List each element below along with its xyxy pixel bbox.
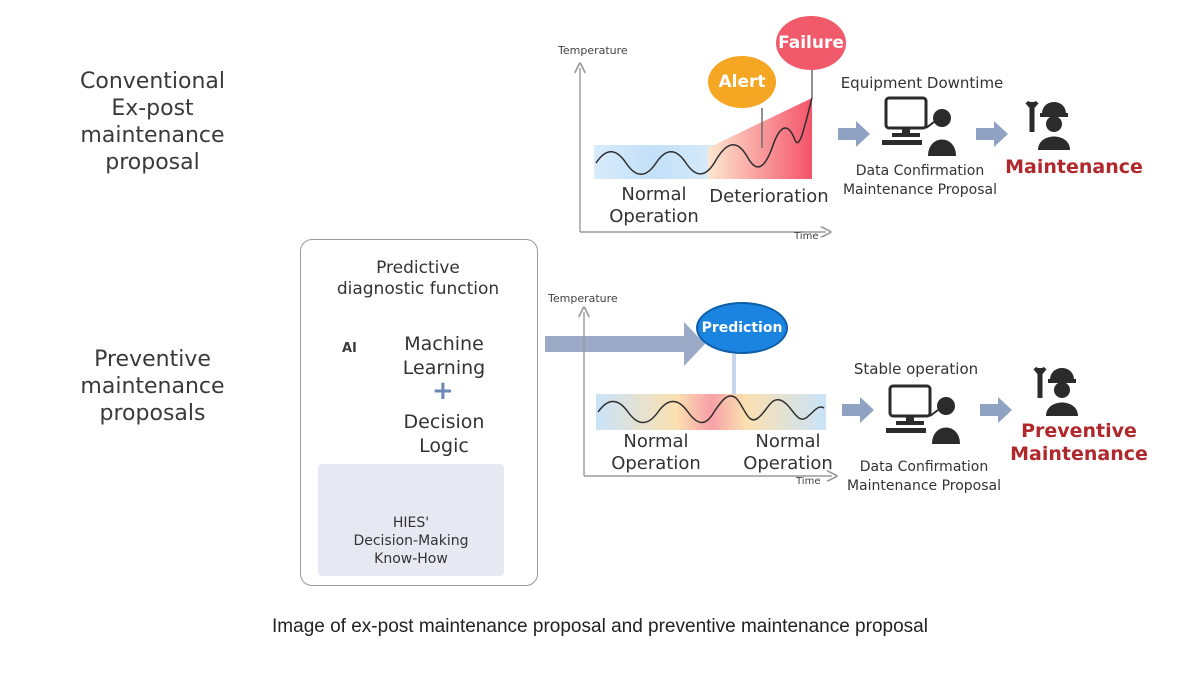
conventional-x-axis-label: Time <box>794 231 819 242</box>
conventional-label-line: maintenance <box>80 123 225 148</box>
preventive-line: Preventive <box>1021 420 1137 442</box>
preventive-label-line: proposals <box>99 401 206 426</box>
panel-title-line: diagnostic function <box>336 279 500 299</box>
maintenance-line: Maintenance <box>1010 443 1148 465</box>
data-confirmation-line: Data Confirmation <box>859 459 989 475</box>
preventive-normal-left-label: Normal Operation <box>598 431 714 475</box>
flow-arrow <box>545 322 705 366</box>
panel-title: Predictive diagnostic function <box>310 258 526 300</box>
logic-line: Logic <box>419 435 469 457</box>
knowhow-line: Decision-Making <box>353 533 469 549</box>
arrow-icon <box>976 121 1008 147</box>
preventive-signal-wave <box>597 395 825 424</box>
arrow-icon <box>842 397 874 423</box>
conventional-label-line: Ex-post <box>111 96 194 121</box>
preventive-band <box>596 394 826 430</box>
preventive-label: Preventive maintenance proposals <box>60 346 245 427</box>
plus-sign: + <box>432 376 454 406</box>
operation-line: Operation <box>743 453 833 474</box>
machine-learning-label: Machine Learning <box>384 332 504 380</box>
panel-title-line: Predictive <box>376 258 460 278</box>
prediction-connector <box>732 354 736 394</box>
preventive-x-axis-label: Time <box>796 476 821 487</box>
conventional-signal-wave <box>595 97 813 175</box>
operation-line: Operation <box>611 453 701 474</box>
preventive-data-confirmation: Data Confirmation Maintenance Proposal <box>832 458 1016 496</box>
deterioration-band <box>708 98 812 179</box>
equipment-downtime-label: Equipment Downtime <box>840 74 1004 92</box>
decision-logic-label: Decision Logic <box>384 410 504 458</box>
preventive-label-line: maintenance <box>80 374 225 399</box>
prediction-badge-text: Prediction <box>701 320 783 336</box>
conventional-normal-band <box>594 145 714 179</box>
normal-line: Normal <box>755 431 821 452</box>
normal-line: Normal <box>623 431 689 452</box>
preventive-label-line: Preventive <box>94 347 211 372</box>
preventive-y-axis-label: Temperature <box>548 292 618 305</box>
ai-badge: AI <box>342 341 357 356</box>
maintenance-outcome: Maintenance <box>1005 156 1143 178</box>
alert-badge: Alert <box>708 56 776 108</box>
stable-operation-label: Stable operation <box>853 360 979 378</box>
prediction-badge: Prediction <box>696 302 788 354</box>
preventive-normal-right-label: Normal Operation <box>730 431 846 475</box>
deterioration-label: Deterioration <box>709 186 829 207</box>
worker-icon <box>1025 100 1070 150</box>
alert-badge-text: Alert <box>718 72 766 92</box>
knowhow-line: Know-How <box>374 551 448 567</box>
preventive-maintenance-outcome: Preventive Maintenance <box>1004 420 1154 466</box>
knowhow-label: HIES' Decision-Making Know-How <box>318 514 504 568</box>
conventional-label-line: Conventional <box>80 69 225 94</box>
figure-caption: Image of ex-post maintenance proposal an… <box>272 616 928 637</box>
knowhow-box <box>318 464 504 576</box>
operation-line: Operation <box>609 206 699 227</box>
data-confirmation-line: Data Confirmation <box>855 163 985 179</box>
conventional-label: Conventional Ex-post maintenance proposa… <box>60 68 245 176</box>
arrow-icon <box>838 121 870 147</box>
maintenance-proposal-line: Maintenance Proposal <box>842 182 998 198</box>
machine-line: Machine <box>404 333 484 355</box>
failure-badge-text: Failure <box>778 33 844 53</box>
operator-computer-icon <box>882 96 956 156</box>
normal-line: Normal <box>621 184 687 205</box>
conventional-label-line: proposal <box>105 150 200 175</box>
conventional-y-axis-label: Temperature <box>558 44 628 57</box>
maintenance-proposal-line: Maintenance Proposal <box>846 478 1002 494</box>
conventional-data-confirmation: Data Confirmation Maintenance Proposal <box>828 162 1012 200</box>
arrow-icon <box>980 397 1012 423</box>
worker-icon <box>1033 366 1078 416</box>
operator-computer-icon <box>886 384 960 444</box>
learning-line: Learning <box>402 357 486 379</box>
conventional-normal-operation-label: Normal Operation <box>596 184 712 228</box>
decision-line: Decision <box>403 411 485 433</box>
failure-badge: Failure <box>776 16 846 70</box>
knowhow-line: HIES' <box>392 515 430 531</box>
